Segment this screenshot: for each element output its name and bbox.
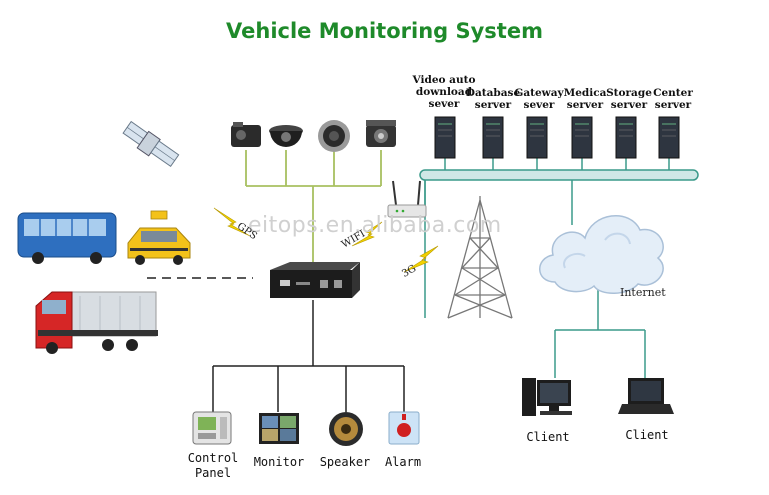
internet-label: Internet (620, 286, 666, 299)
speaker-icon (329, 412, 363, 446)
server-rack-icon (615, 116, 637, 159)
dome-camera-icon (318, 120, 350, 152)
internet-cloud-icon (539, 215, 664, 294)
server-rack-icon (526, 116, 548, 159)
server-label-gateway: Gateway sever (514, 87, 564, 111)
watermark: eitops.en.alibaba.com (248, 213, 502, 238)
diagram-title: Vehicle Monitoring System (226, 19, 543, 43)
laptop-icon (618, 378, 674, 414)
server-rack-icon (434, 116, 456, 159)
satellite-icon (122, 120, 180, 168)
server-label-video: Video auto download sever (412, 74, 476, 110)
server-backbone (419, 169, 699, 181)
client-label-desktop: Client (526, 430, 570, 444)
server-label-medica: Medica server (563, 87, 607, 111)
wifi-signal-icon (351, 221, 383, 247)
cell-tower-icon (447, 196, 513, 319)
server-label-storage: Storage server (606, 87, 652, 111)
server-rack-icon (658, 116, 680, 159)
camera-bus-lines (245, 150, 382, 262)
taxi-icon (127, 210, 191, 265)
desktop-computer-icon (522, 378, 572, 416)
peripheral-label-control-panel: Control Panel (187, 451, 239, 480)
gps-signal-icon (213, 207, 251, 237)
server-rack-icon (571, 116, 593, 159)
wifi-router-icon (387, 180, 427, 218)
bus-icon (17, 212, 117, 264)
server-label-center: Center server (653, 87, 693, 111)
server-label-database: Database server (465, 87, 521, 111)
peripheral-label-alarm: Alarm (384, 455, 422, 469)
dome-camera-icon (269, 125, 303, 147)
monitor-icon (259, 413, 299, 444)
3g-signal-icon (403, 245, 439, 273)
peripheral-label-monitor: Monitor (253, 455, 305, 469)
peripheral-label-speaker: Speaker (319, 455, 371, 469)
client-label-laptop: Client (625, 428, 669, 442)
truck-icon (35, 291, 158, 354)
camera-icon (231, 122, 261, 147)
mobile-dvr-icon (270, 262, 360, 298)
server-rack-icon (482, 116, 504, 159)
peripheral-lines (212, 300, 405, 412)
server-drop-lines (424, 158, 670, 378)
camera-icon (366, 120, 396, 147)
alarm-icon (388, 411, 420, 445)
control-panel-icon (192, 411, 232, 445)
